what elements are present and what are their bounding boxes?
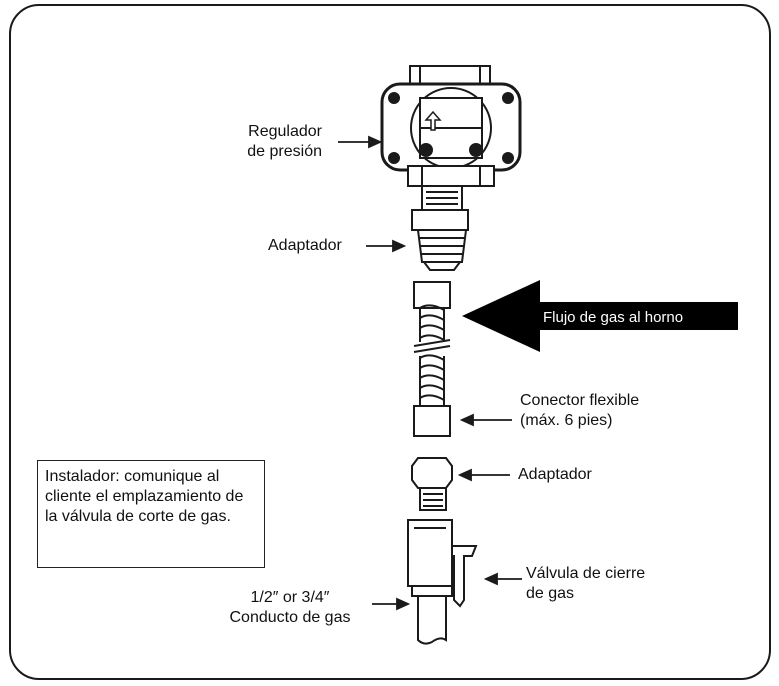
label-bottom-adapter: Adaptador [518,466,592,483]
gas-flow-arrow [462,280,738,352]
installer-note: Instalador: comunique al cliente el empl… [37,460,265,568]
label-flexible-connector: Conector flexible (máx. 6 pies) [520,392,640,429]
shutoff-valve-part [407,519,478,645]
pressure-regulator-part [380,65,522,187]
top-adapter-part [411,185,469,271]
flexible-connector-part [413,281,451,437]
label-shutoff-valve: Válvula de cierre de gas [526,565,646,602]
bottom-adapter-part [411,457,453,511]
diagram-frame [9,4,771,680]
label-gas-flow: Flujo de gas al horno [543,309,684,326]
label-gas-pipe: 1/2″ or 3/4″ Conducto de gas [229,589,351,626]
label-top-adapter: Adaptador [268,237,342,254]
label-pressure-regulator: Regulador de presión [247,123,322,160]
